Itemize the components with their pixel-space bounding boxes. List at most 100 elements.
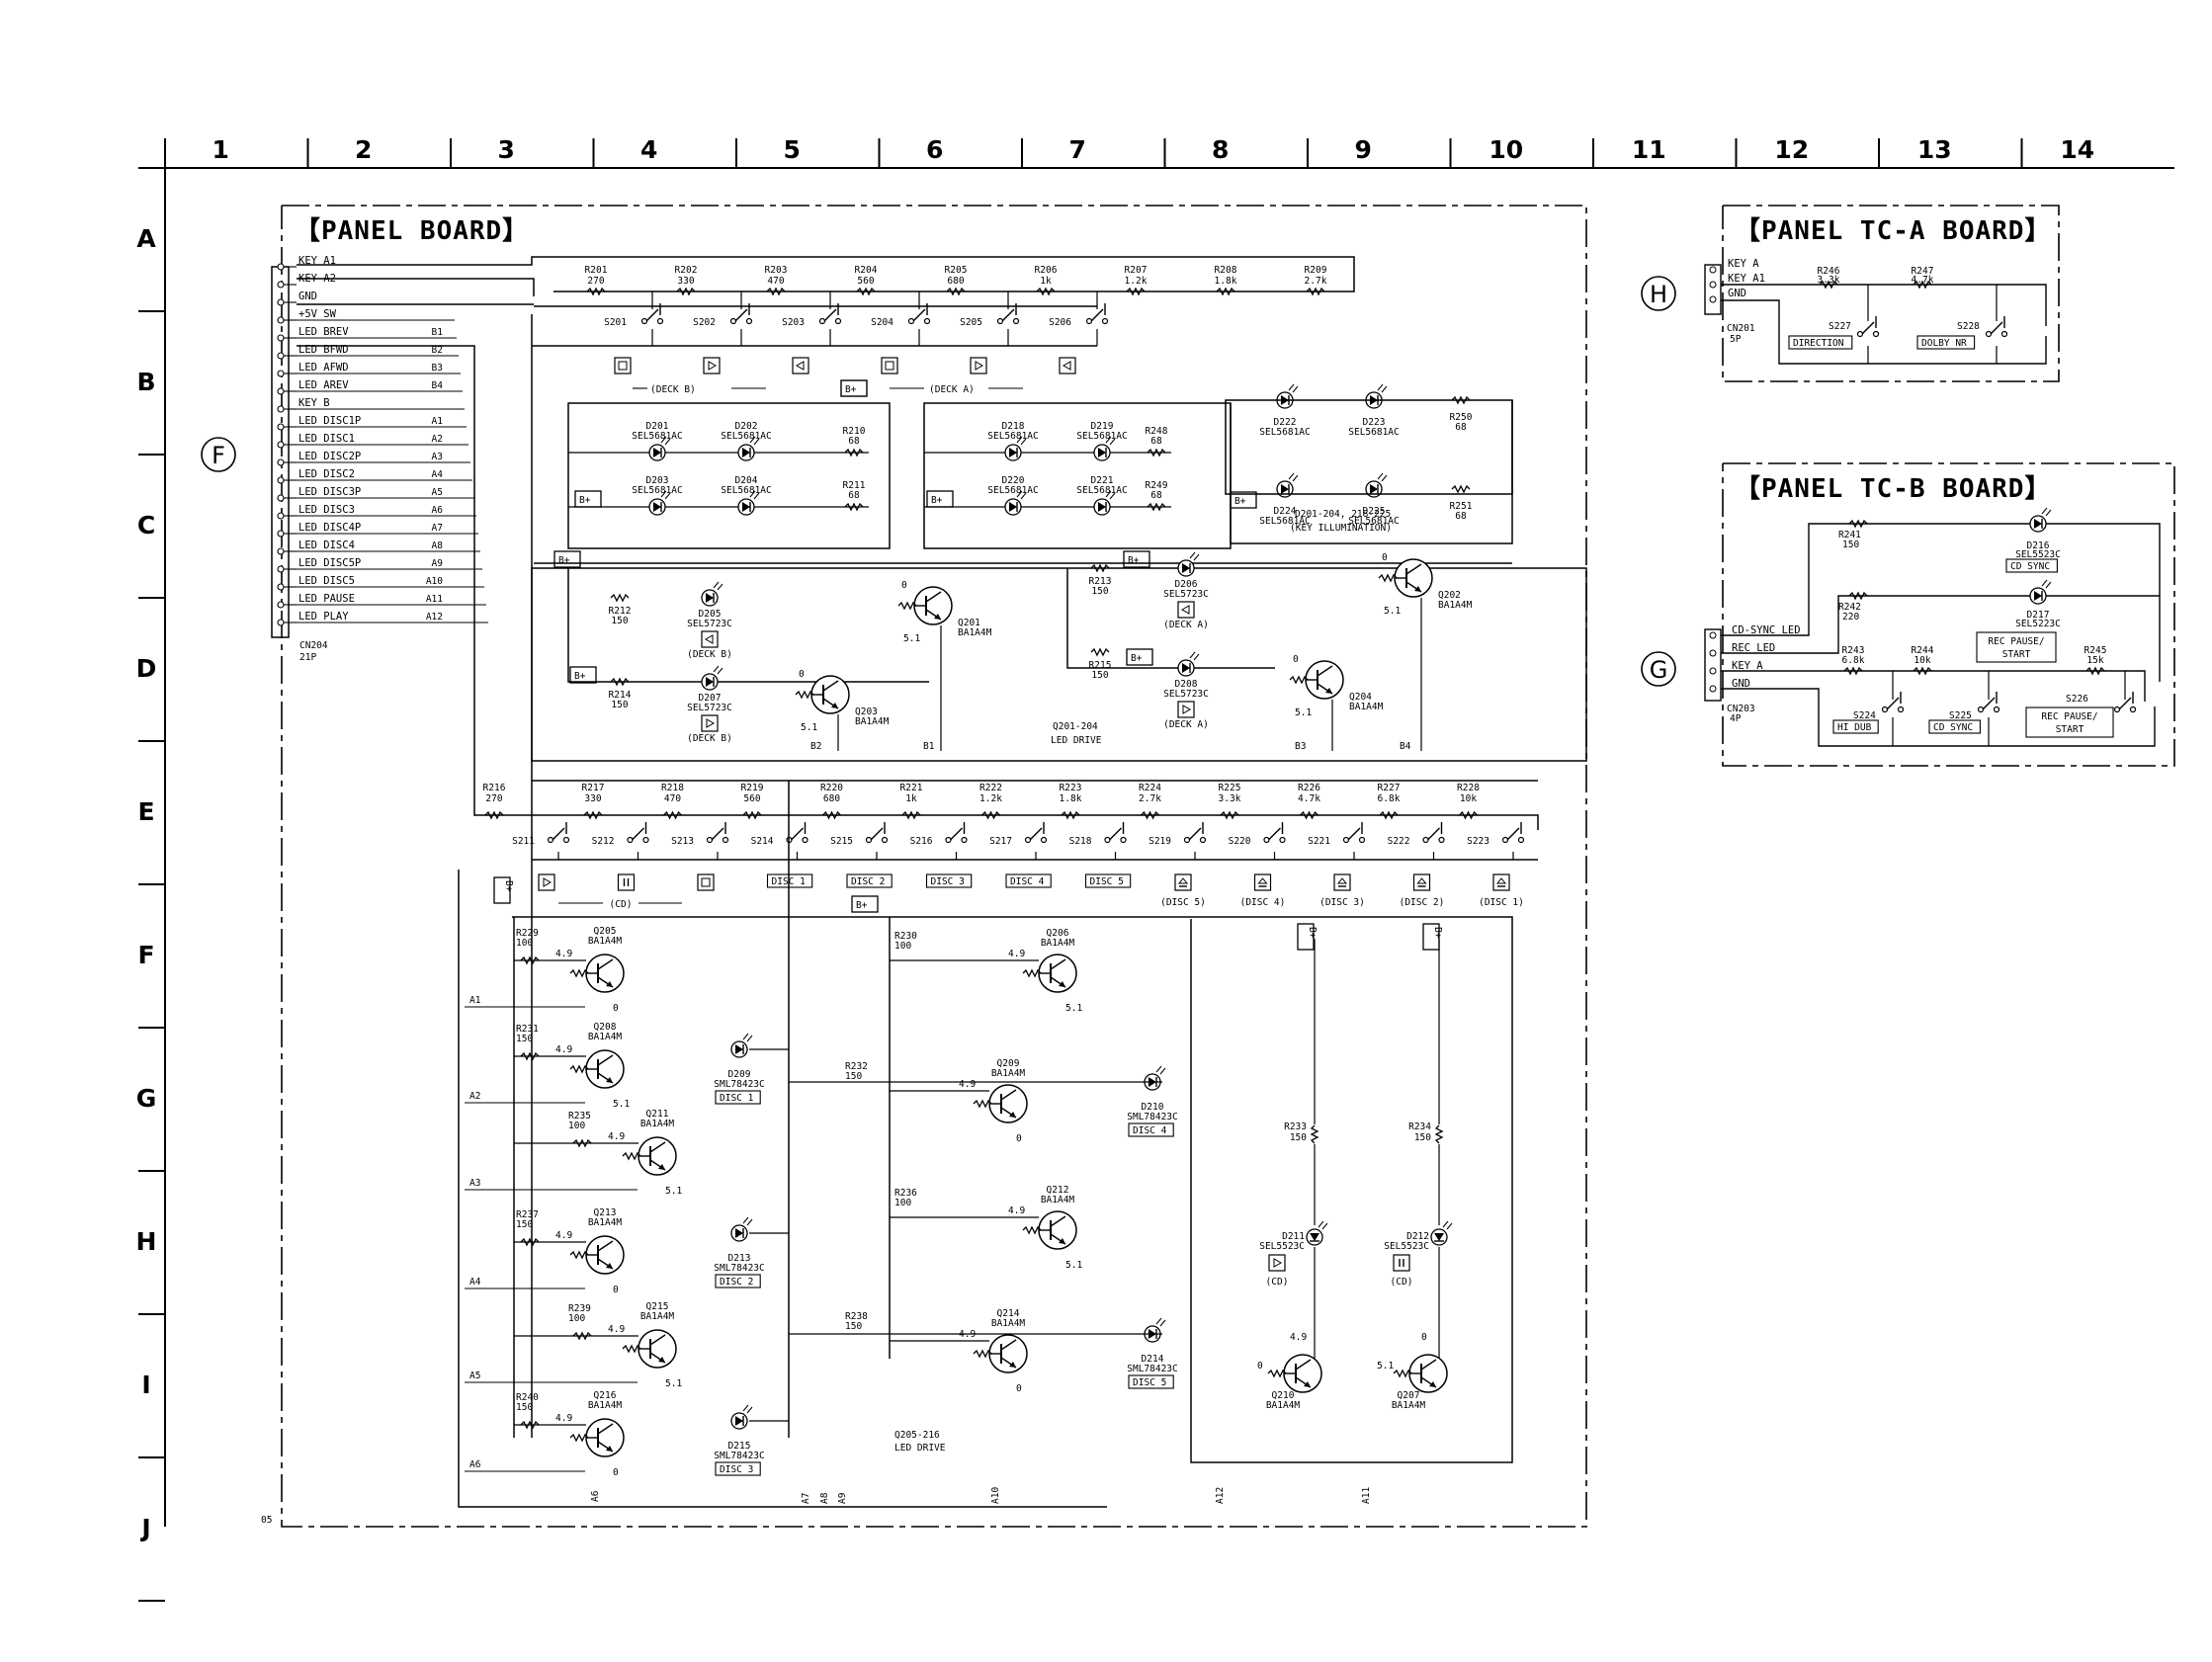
disc-led-part: SML78423C xyxy=(714,1079,764,1090)
voltage-label: 4.9 xyxy=(555,1413,572,1424)
led-part: SEL5681AC xyxy=(1259,427,1310,438)
svg-text:DISC 4: DISC 4 xyxy=(1010,876,1045,887)
tcb-rec-wire xyxy=(1721,595,2160,654)
key-b-switch xyxy=(1422,822,1445,844)
deck-led-ref: D205 xyxy=(699,609,722,620)
key-b-resistor-val: 1k xyxy=(905,793,917,804)
voltage-label: 5.1 xyxy=(665,1378,682,1389)
deck-button-symbol xyxy=(792,357,809,374)
disc-drive-resistor-val: 150 xyxy=(845,1321,862,1332)
svg-text:B+: B+ xyxy=(856,900,868,911)
tcb-led-box xyxy=(1976,631,2057,663)
tcb-cdsync-wire xyxy=(1721,523,2161,682)
tcb-switch xyxy=(2113,692,2137,713)
cn204-pin xyxy=(277,298,285,306)
disc-drive-transistor xyxy=(973,1334,1028,1373)
cn201-signal: GND xyxy=(1728,288,1746,299)
led-ref: D224 xyxy=(1274,506,1297,517)
svg-text:CD SYNC: CD SYNC xyxy=(1933,722,1973,733)
key-b-switch xyxy=(1104,822,1127,844)
tcb-key-resistor-val: 15k xyxy=(2086,655,2103,666)
connector-ref-g: G xyxy=(1641,651,1676,687)
disc-drive-a-tag: A6 xyxy=(469,1459,481,1470)
svg-text:DISC 2: DISC 2 xyxy=(720,1277,753,1288)
disc-drive-caption: Q205-216 xyxy=(894,1430,940,1441)
voltage-label: 0 xyxy=(613,1003,619,1014)
tcb-led-ref: D217 xyxy=(2027,610,2050,621)
key-b-switch-ref: S215 xyxy=(830,836,853,847)
svg-text:G: G xyxy=(1650,656,1668,684)
tcb-led-label: START xyxy=(2002,649,2031,660)
cn204-tag: A4 xyxy=(432,469,444,480)
svg-text:B+: B+ xyxy=(1128,555,1140,566)
disc-led-part: SML78423C xyxy=(1127,1364,1177,1374)
bplus-tag: B+ xyxy=(1422,923,1443,951)
key-b-symbol xyxy=(617,873,636,891)
cn204-signal: KEY A1 xyxy=(298,255,336,267)
voltage-label: 5.1 xyxy=(1384,606,1401,617)
cn201-connector xyxy=(1704,264,1722,315)
key-b-disc-tag: DISC 1 xyxy=(766,873,813,888)
voltage-label: 0 xyxy=(613,1467,619,1478)
key-a-switch xyxy=(907,303,931,325)
cn204-pin xyxy=(277,547,285,555)
grid-row-C: C xyxy=(137,511,155,540)
tca-switch xyxy=(1985,316,2008,338)
grid-col-11: 11 xyxy=(1632,135,1666,164)
tca-resistor-ref: R246 xyxy=(1818,266,1840,277)
disc-drive-transistor xyxy=(1022,1210,1077,1250)
disc-drive-resistor-ref: R232 xyxy=(845,1061,868,1072)
deck-led-symbol xyxy=(1177,701,1195,718)
cn204-pin xyxy=(277,512,285,520)
tcb-led-part: SEL5223C xyxy=(2015,619,2061,629)
led-drive-transistor xyxy=(1289,660,1344,700)
disc-drive-resistor-val: 100 xyxy=(894,941,911,952)
cd-drive-resistor-ref: R234 xyxy=(1408,1122,1431,1132)
disc-drive-resistor-ref: R237 xyxy=(516,1209,539,1220)
disc-drive-transistor-part: BA1A4M xyxy=(588,936,623,947)
cd-drive-resistor-ref: R233 xyxy=(1284,1122,1307,1132)
tcb-key-resistor-val: 10k xyxy=(1914,655,1930,666)
key-b-cd-label: (CD) xyxy=(610,899,633,910)
cn201-pin xyxy=(1709,281,1717,289)
disc-led-tag: DISC 1 xyxy=(715,1090,761,1105)
disc-drive-transistor-part: BA1A4M xyxy=(991,1068,1026,1079)
disc-led-ref: D213 xyxy=(728,1253,751,1264)
key-a-resistor-val: 560 xyxy=(857,276,874,287)
led-drive-resistor-val: 150 xyxy=(1091,586,1108,597)
disc-drive-bottom-tag: A12 xyxy=(1215,1487,1226,1504)
cn204-signal: LED DISC1 xyxy=(298,433,355,445)
disc-drive-transistor-ref: Q206 xyxy=(1047,928,1069,939)
led-drive-resistor xyxy=(1090,563,1110,573)
voltage-label: 4.9 xyxy=(608,1324,625,1335)
led-ref: D222 xyxy=(1274,417,1297,428)
tcb-key-resistor xyxy=(2085,666,2105,676)
key-illum-resistor-val: 68 xyxy=(1455,511,1467,522)
key-a-switch xyxy=(1085,303,1109,325)
key-b-resistor xyxy=(663,810,682,820)
cn204-tag: A12 xyxy=(426,612,443,623)
voltage-label: 4.9 xyxy=(1008,949,1025,959)
key-b-resistor xyxy=(901,810,921,820)
key-illumination-led xyxy=(1276,472,1299,498)
tcb-key-resistor-val: 6.8k xyxy=(1842,655,1865,666)
cd-drive-resistor xyxy=(1434,1124,1444,1144)
tcb-resistor-ref: R241 xyxy=(1838,530,1861,540)
svg-text:B+: B+ xyxy=(845,384,857,395)
disc-drive-transistor-ref: Q216 xyxy=(594,1390,617,1401)
cn204-pin xyxy=(277,583,285,591)
tca-resistor-val: 3.3k xyxy=(1818,275,1840,286)
key-b-switch xyxy=(786,822,808,844)
key-b-resistor-val: 10k xyxy=(1460,793,1477,804)
led-drive-b-tag: B1 xyxy=(923,741,935,752)
key-a-resistor xyxy=(1306,287,1325,296)
cd-led-symbol xyxy=(1268,1254,1286,1272)
disc-drive-caption2: LED DRIVE xyxy=(894,1443,946,1454)
disc-drive-transistor-part: BA1A4M xyxy=(588,1032,623,1042)
cn203-signal: REC LED xyxy=(1732,642,1775,654)
cn204-signal: LED DISC2 xyxy=(298,468,355,480)
disc-led-tag: DISC 5 xyxy=(1128,1374,1174,1389)
disc-drive-transistor xyxy=(569,1049,625,1089)
tcb-switch-box xyxy=(2025,706,2114,738)
disc-drive-bottom-tag: A11 xyxy=(1361,1487,1372,1504)
